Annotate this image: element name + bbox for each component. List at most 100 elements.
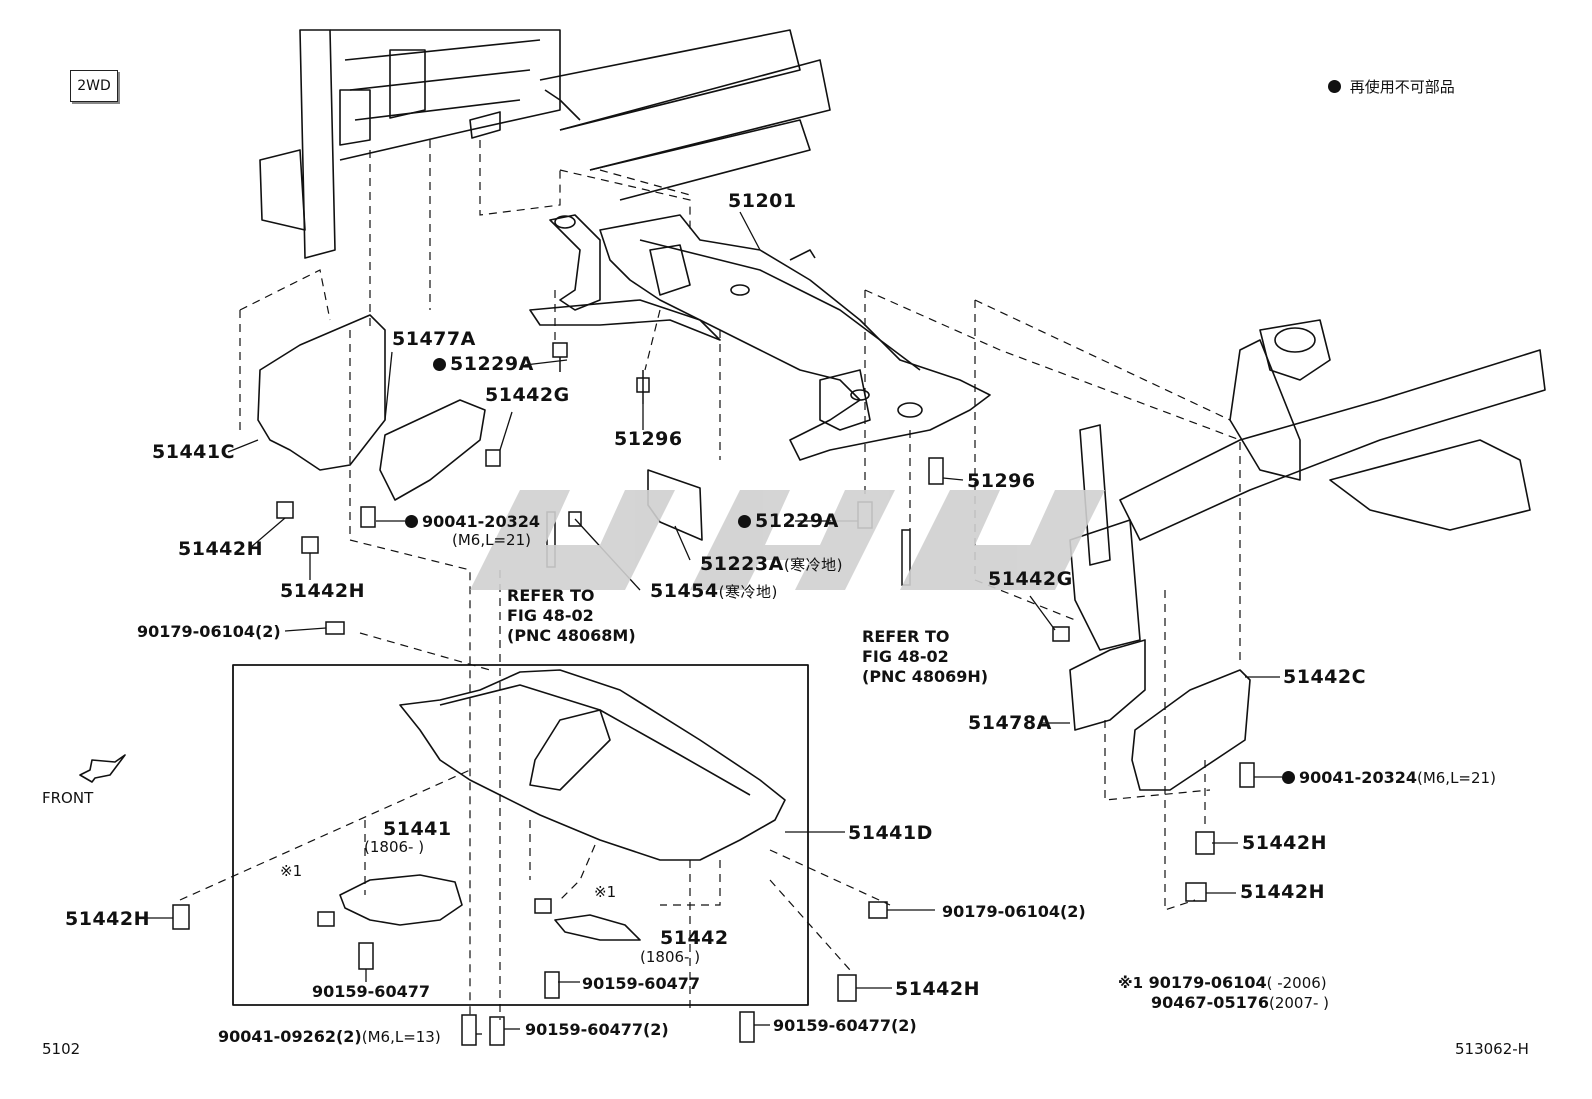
variant-badge: 2WD (70, 70, 118, 102)
part-90041-09262-label: 90041-09262(2) (218, 1027, 362, 1046)
part-51478A[interactable]: 51478A (968, 712, 1052, 734)
bolt-90041-2 (1239, 762, 1255, 788)
part-51201[interactable]: 51201 (728, 190, 797, 212)
footnote: ※1 90179-06104( -2006) 90467-05176(2007-… (1118, 973, 1329, 1013)
bolt-51442G-2 (1052, 626, 1070, 642)
leader-lines (137, 211, 1282, 1035)
part-90041-20324-2-label: 90041-20324 (1299, 768, 1417, 787)
part-51454-label: 51454 (650, 580, 719, 602)
bolt-90159-1 (358, 942, 374, 970)
bolt-90041-1 (360, 506, 376, 528)
part-51229A-1-label: 51229A (450, 353, 534, 375)
clip-51442H-1 (276, 501, 294, 519)
right-body-frame (1069, 319, 1546, 651)
mark-1b: ※1 (594, 883, 617, 901)
part-51454-note: (寒冷地) (718, 583, 778, 601)
clip-51442H-6 (837, 974, 857, 1002)
clip-mark1b (534, 898, 552, 914)
part-90041-09262-spec: (M6,L=13) (361, 1028, 441, 1046)
footnote-range-2: (2007- ) (1268, 994, 1330, 1012)
part-51442G-1[interactable]: 51442G (485, 384, 570, 406)
part-51229A-1[interactable]: 51229A (433, 353, 534, 375)
refer-right[interactable]: REFER TO FIG 48-02 (PNC 48069H) (862, 627, 988, 687)
figure-id: 513062-H (1455, 1040, 1529, 1058)
clip-51442H-2 (301, 536, 319, 554)
part-90041-20324-1[interactable]: 90041-20324 (405, 512, 540, 532)
clip-mark1a (317, 911, 335, 927)
bolt-51442G-1 (485, 449, 501, 467)
part-51441[interactable]: 51441 (383, 818, 452, 840)
part-51442-date: (1806- ) (640, 948, 701, 966)
clip-51442H-3 (1195, 831, 1215, 855)
part-90179-1[interactable]: 90179-06104(2) (137, 622, 281, 641)
part-51223A[interactable]: 51223A(寒冷地) (700, 553, 843, 575)
left-body-frame (259, 29, 561, 259)
clip-51442H-4 (1185, 882, 1207, 902)
part-51454[interactable]: 51454(寒冷地) (650, 580, 778, 602)
part-51442H-5[interactable]: 51442H (65, 908, 151, 930)
part-90041-09262[interactable]: 90041-09262(2)(M6,L=13) (218, 1027, 441, 1047)
shield-51442C (1131, 669, 1251, 791)
part-51441C[interactable]: 51441C (152, 441, 236, 463)
shield-51477A (379, 399, 486, 501)
plate-51478A (1069, 639, 1146, 731)
non-reusable-dot-icon (433, 358, 446, 371)
clip-90179-1 (325, 621, 345, 635)
undercover-51441D (399, 669, 786, 861)
non-reusable-dot-icon (1282, 771, 1295, 784)
part-90041-20324-1-spec: (M6,L=21) (452, 531, 531, 549)
part-51442H-2[interactable]: 51442H (280, 580, 366, 602)
part-51296-1[interactable]: 51296 (614, 428, 683, 450)
legend: 再使用不可部品 (1328, 76, 1455, 97)
non-reusable-dot-icon (405, 515, 418, 528)
part-51441D[interactable]: 51441D (848, 822, 933, 844)
bolt-51296-1 (636, 370, 650, 404)
part-51296-2[interactable]: 51296 (967, 470, 1036, 492)
part-51223A-note: (寒冷地) (783, 556, 844, 574)
legend-text: 再使用不可部品 (1349, 78, 1455, 96)
part-90041-20324-1-label: 90041-20324 (422, 512, 540, 531)
part-51229A-2-label: 51229A (755, 510, 839, 532)
part-51441-date: (1806- ) (364, 838, 425, 856)
clip-90179-2 (868, 901, 888, 919)
part-51442H-4[interactable]: 51442H (1240, 881, 1326, 903)
part-51477A[interactable]: 51477A (392, 328, 476, 350)
refer-left-line1: REFER TO (507, 586, 595, 605)
bolt-90041-09262 (461, 1014, 477, 1046)
footnote-range-1: ( -2006) (1266, 974, 1327, 992)
refer-left-line3: (PNC 48068M) (507, 626, 636, 645)
front-label: FRONT (42, 789, 94, 807)
part-90159-3[interactable]: 90159-60477(2) (525, 1020, 669, 1039)
part-90041-20324-2[interactable]: 90041-20324(M6,L=21) (1282, 768, 1496, 788)
footnote-part-2[interactable]: 90467-05176 (1151, 993, 1269, 1012)
clip-51442H-5 (172, 904, 190, 930)
refer-right-line3: (PNC 48069H) (862, 667, 989, 686)
part-90159-1[interactable]: 90159-60477 (312, 982, 430, 1001)
bolt-90159-4 (739, 1011, 755, 1043)
bolt-51296-2 (928, 457, 944, 485)
part-51442[interactable]: 51442 (660, 927, 729, 949)
part-90159-4[interactable]: 90159-60477(2) (773, 1016, 917, 1035)
refer-left[interactable]: REFER TO FIG 48-02 (PNC 48068M) (507, 586, 636, 646)
cover-51442 (554, 914, 641, 941)
shield-51441C (257, 314, 386, 471)
part-51229A-2[interactable]: 51229A (738, 510, 839, 532)
part-51442G-2[interactable]: 51442G (988, 568, 1073, 590)
non-reusable-dot-icon (738, 515, 751, 528)
part-51442C[interactable]: 51442C (1283, 666, 1367, 688)
part-90179-2[interactable]: 90179-06104(2) (942, 902, 1086, 921)
detail-box (232, 664, 809, 1006)
footnote-line2: 90467-05176(2007- ) (1118, 993, 1329, 1013)
footnote-part-1[interactable]: 90179-06104 (1148, 973, 1267, 992)
refer-right-line2: FIG 48-02 (862, 647, 949, 666)
part-51442H-1[interactable]: 51442H (178, 538, 264, 560)
part-90159-2[interactable]: 90159-60477 (582, 974, 700, 993)
non-reusable-dot-icon (1328, 80, 1341, 93)
part-51442H-3[interactable]: 51442H (1242, 832, 1328, 854)
footnote-mark: ※1 (1118, 974, 1144, 992)
floor-rail (539, 29, 831, 201)
refer-right-line1: REFER TO (862, 627, 950, 646)
bolt-90159-2 (544, 971, 560, 999)
part-51442H-6[interactable]: 51442H (895, 978, 981, 1000)
